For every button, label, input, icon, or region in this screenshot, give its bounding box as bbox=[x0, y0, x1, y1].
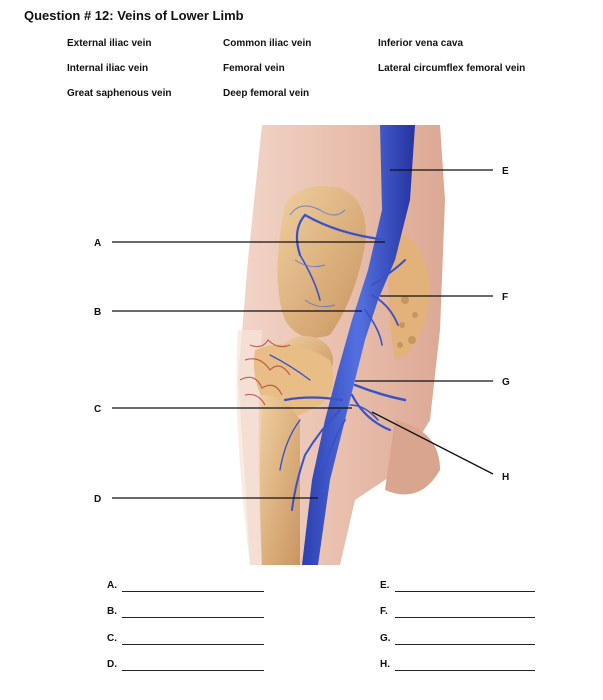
answer-blank-a[interactable] bbox=[122, 591, 264, 592]
answer-label-f: F. bbox=[380, 606, 388, 617]
word-bank-item: Inferior vena cava bbox=[378, 38, 464, 49]
label-h: H bbox=[502, 472, 509, 483]
hip-illustration bbox=[236, 125, 445, 565]
answer-blank-e[interactable] bbox=[395, 591, 535, 592]
answer-label-b: B. bbox=[107, 606, 117, 617]
answer-label-e: E. bbox=[380, 580, 390, 591]
answer-label-d: D. bbox=[107, 659, 117, 670]
answer-blank-h[interactable] bbox=[395, 670, 535, 671]
answer-blank-c[interactable] bbox=[122, 644, 264, 645]
label-g: G bbox=[502, 377, 510, 388]
answer-blank-g[interactable] bbox=[395, 644, 535, 645]
question-title: Question # 12: Veins of Lower Limb bbox=[24, 8, 244, 23]
leader-lines bbox=[112, 169, 494, 499]
word-bank-item: External iliac vein bbox=[67, 38, 152, 49]
answer-label-c: C. bbox=[107, 633, 117, 644]
word-bank-item: Femoral vein bbox=[223, 63, 285, 74]
word-bank-item: Common iliac vein bbox=[223, 38, 312, 49]
answer-blank-d[interactable] bbox=[122, 670, 264, 671]
word-bank-item: Lateral circumflex femoral vein bbox=[378, 63, 526, 74]
answer-label-h: H. bbox=[380, 659, 390, 670]
answer-label-a: A. bbox=[107, 580, 117, 591]
word-bank-item: Internal iliac vein bbox=[67, 63, 149, 74]
label-b: B bbox=[94, 307, 101, 318]
label-a: A bbox=[94, 238, 101, 249]
label-d: D bbox=[94, 494, 101, 505]
label-e: E bbox=[502, 166, 509, 177]
word-bank-item: Great saphenous vein bbox=[67, 88, 172, 99]
word-bank-item: Deep femoral vein bbox=[223, 88, 310, 99]
label-f: F bbox=[502, 292, 508, 303]
leader-line-h bbox=[371, 411, 494, 475]
answer-blank-f[interactable] bbox=[395, 617, 535, 618]
answer-blank-b[interactable] bbox=[122, 617, 264, 618]
answer-label-g: G. bbox=[380, 633, 391, 644]
label-c: C bbox=[94, 404, 101, 415]
